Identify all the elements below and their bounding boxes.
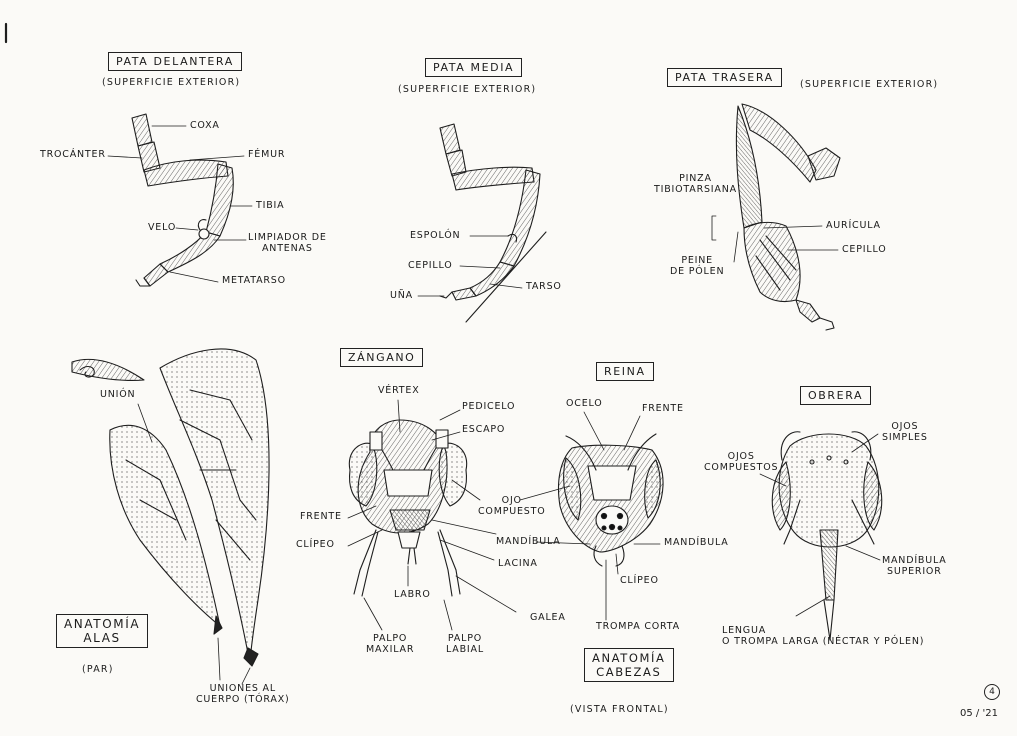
wings-title: ANATOMÍA ALAS [56, 614, 148, 648]
label-trompa-corta: TROMPA CORTA [596, 622, 680, 633]
label-auricula: AURÍCULA [826, 221, 881, 232]
label-cepillo-trasera: CEPILLO [842, 245, 887, 256]
drone-title: ZÁNGANO [340, 348, 423, 367]
label-ojos-simples: OJOS SIMPLES [882, 422, 928, 444]
label-ojo-compuesto: OJO COMPUESTO [478, 496, 546, 518]
label-ojos-compuestos: OJOS COMPUESTOS [704, 452, 778, 474]
label-mandibula-zangano: MANDÍBULA [496, 537, 561, 548]
label-frente-reina: FRENTE [642, 404, 684, 415]
label-union: UNIÓN [100, 390, 135, 401]
label-pedicelo: PEDICELO [462, 402, 515, 413]
heads-subtitle: (VISTA FRONTAL) [570, 704, 669, 715]
label-tibia: TIBIA [256, 201, 284, 212]
label-uniones: UNIONES AL CUERPO (TÓRAX) [196, 684, 290, 706]
label-lengua: LENGUA O TROMPA LARGA (NÉCTAR Y PÓLEN) [722, 626, 924, 648]
label-lacina: LACINA [498, 559, 538, 570]
hind-leg-title: PATA TRASERA [667, 68, 782, 87]
label-palpo-labial: PALPO LABIAL [446, 634, 484, 656]
label-tarso: TARSO [526, 282, 562, 293]
label-vertex: VÉRTEX [378, 386, 420, 397]
label-palpo-maxilar: PALPO MAXILAR [366, 634, 414, 656]
worker-head-drawing [772, 432, 881, 640]
queen-title: REINA [596, 362, 654, 381]
front-leg-drawing [132, 114, 233, 286]
label-metatarso: METATARSO [222, 276, 286, 287]
label-peine: PEINE DE PÓLEN [670, 256, 724, 278]
label-clipeo-reina: CLÍPEO [620, 576, 659, 587]
hind-leg-subtitle: (SUPERFICIE EXTERIOR) [800, 79, 938, 90]
label-coxa: COXA [190, 121, 220, 132]
label-pinza: PINZA TIBIOTARSIANA [654, 174, 737, 196]
front-leg-title: PATA DELANTERA [108, 52, 242, 71]
label-ocelo: OCELO [566, 399, 603, 410]
label-trocanter: TROCÁNTER [40, 150, 106, 161]
label-espolon: ESPOLÓN [410, 231, 460, 242]
worker-title: OBRERA [800, 386, 871, 405]
front-leg-subtitle: (SUPERFICIE EXTERIOR) [102, 77, 240, 88]
label-limpiador: LIMPIADOR DE ANTENAS [248, 233, 327, 255]
label-clipeo-zangano: CLÍPEO [296, 540, 335, 551]
label-velo: VELO [148, 223, 176, 234]
label-labro: LABRO [394, 590, 431, 601]
label-femur: FÉMUR [248, 150, 285, 161]
middle-leg-title: PATA MEDIA [425, 58, 522, 77]
hind-leg-drawing [736, 104, 840, 330]
heads-title: ANATOMÍA CABEZAS [584, 648, 674, 682]
middle-leg-subtitle: (SUPERFICIE EXTERIOR) [398, 84, 536, 95]
label-mandibula-reina: MANDÍBULA [664, 538, 729, 549]
page-date: 05 / '21 [960, 708, 998, 719]
page-number: 4 [984, 684, 1000, 700]
label-cepillo-media: CEPILLO [408, 261, 453, 272]
wings-subtitle: (PAR) [82, 664, 114, 675]
label-escapo: ESCAPO [462, 425, 505, 436]
label-frente-zangano: FRENTE [300, 512, 342, 523]
label-galea: GALEA [530, 613, 566, 624]
label-mandibula-superior: MANDÍBULA SUPERIOR [882, 556, 947, 578]
label-una: UÑA [390, 291, 413, 302]
queen-head-drawing [559, 434, 664, 566]
